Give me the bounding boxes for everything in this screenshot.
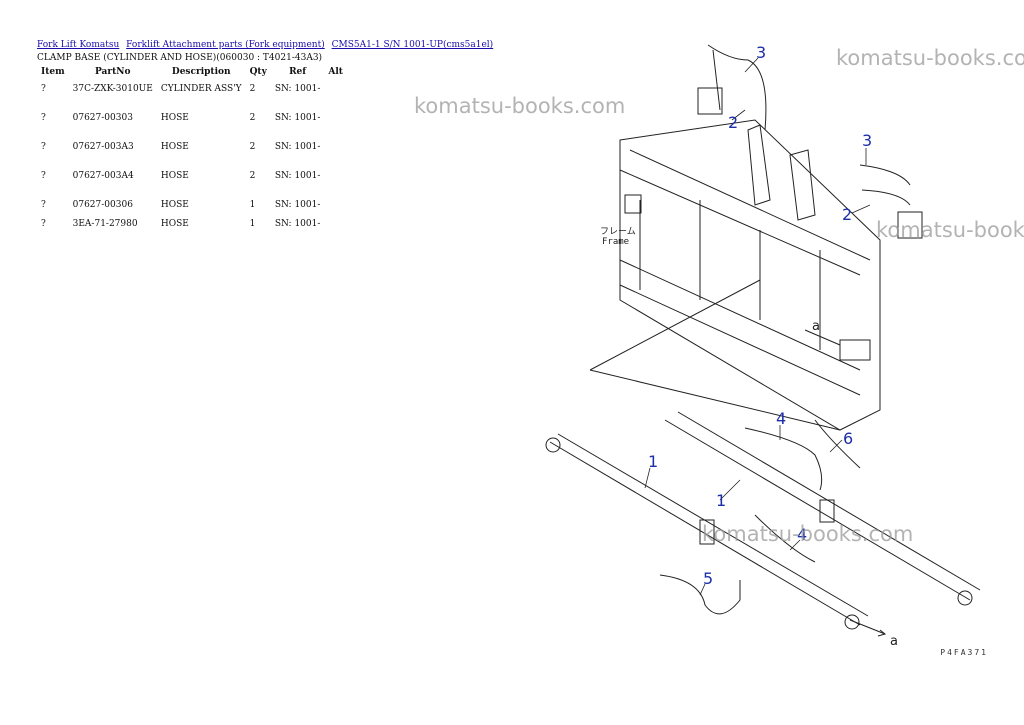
- page-title: CLAMP BASE (CYLINDER AND HOSE)(060030 : …: [37, 53, 323, 63]
- cell-partno: 07627-003A4: [72, 171, 134, 181]
- callout-4-lower: 4: [797, 525, 807, 544]
- cell-description: HOSE: [160, 113, 189, 123]
- cell-qty: 2: [249, 84, 256, 94]
- cell-item: ?: [41, 171, 46, 181]
- cell-ref: SN: 1001-: [274, 200, 321, 210]
- col-header-ref: Ref: [289, 67, 307, 77]
- breadcrumb: Fork Lift Komatsu Forklift Attachment pa…: [37, 40, 497, 50]
- cell-alt: [324, 109, 347, 138]
- cell-description: HOSE: [160, 142, 189, 152]
- cell-qty: 2: [249, 171, 256, 181]
- cell-description: HOSE: [160, 219, 189, 229]
- parts-table: Item PartNo Description Qty Ref Alt ? 37…: [37, 64, 347, 234]
- cell-partno: 07627-003A3: [72, 142, 134, 152]
- cell-description: HOSE: [160, 200, 189, 210]
- table-header-row: Item PartNo Description Qty Ref Alt: [37, 64, 347, 80]
- callout-1-center: 1: [716, 491, 726, 510]
- breadcrumb-link-attachment-parts[interactable]: Forklift Attachment parts (Fork equipmen…: [126, 40, 325, 50]
- cell-alt: [324, 215, 347, 234]
- table-row: ? 07627-003A3 HOSE 2 SN: 1001-: [37, 138, 347, 167]
- callout-2-top: 2: [728, 113, 738, 132]
- cell-ref: SN: 1001-: [274, 219, 321, 229]
- arrow-label-a-lower: a: [890, 634, 898, 649]
- table-row: ? 07627-003A4 HOSE 2 SN: 1001-: [37, 167, 347, 196]
- cell-item: ?: [41, 219, 46, 229]
- col-header-qty: Qty: [249, 67, 267, 77]
- col-header-item: Item: [41, 67, 65, 77]
- cell-ref: SN: 1001-: [274, 84, 321, 94]
- drawing-code: P4FA371: [940, 648, 988, 657]
- table-row: ? 37C-ZXK-3010UE CYLINDER ASS'Y 2 SN: 10…: [37, 80, 347, 109]
- cell-item: ?: [41, 142, 46, 152]
- callout-6: 6: [843, 429, 853, 448]
- frame-label-en: Frame: [602, 237, 629, 247]
- watermark-2: komatsu-books.co: [836, 46, 1024, 70]
- cell-qty: 1: [249, 219, 256, 229]
- callout-2-right: 2: [842, 205, 852, 224]
- col-header-alt: Alt: [328, 67, 343, 77]
- arrow-label-a-upper: a: [812, 319, 820, 334]
- cell-alt: [324, 196, 347, 215]
- col-header-partno: PartNo: [94, 67, 131, 77]
- callout-3-top: 3: [756, 43, 766, 62]
- callout-1-left: 1: [648, 452, 658, 471]
- cell-item: ?: [41, 113, 46, 123]
- cell-qty: 2: [249, 142, 256, 152]
- table-row: ? 07627-00306 HOSE 1 SN: 1001-: [37, 196, 347, 215]
- parts-diagram: 3 2 3 2 4 6 1 1 4 5 フレーム Frame a a: [545, 43, 981, 649]
- cell-alt: [324, 167, 347, 196]
- cell-item: ?: [41, 200, 46, 210]
- cell-partno: 3EA-71-27980: [72, 219, 138, 229]
- cell-ref: SN: 1001-: [274, 171, 321, 181]
- cell-alt: [324, 138, 347, 167]
- table-row: ? 3EA-71-27980 HOSE 1 SN: 1001-: [37, 215, 347, 234]
- cell-partno: 37C-ZXK-3010UE: [72, 84, 153, 94]
- cell-item: ?: [41, 84, 46, 94]
- callout-4-upper: 4: [776, 409, 786, 428]
- callout-5: 5: [703, 569, 713, 588]
- cell-qty: 1: [249, 200, 256, 210]
- callout-3-right: 3: [862, 131, 872, 150]
- cell-ref: SN: 1001-: [274, 113, 321, 123]
- cell-alt: [324, 80, 347, 109]
- cell-qty: 2: [249, 113, 256, 123]
- cell-description: CYLINDER ASS'Y: [160, 84, 242, 94]
- watermark-3: komatsu-book: [876, 218, 1024, 242]
- cell-description: HOSE: [160, 171, 189, 181]
- watermark-4: komatsu-books.com: [702, 522, 914, 546]
- breadcrumb-link-model[interactable]: CMS5A1-1 S/N 1001-UP(cms5a1el): [331, 40, 494, 50]
- breadcrumb-link-fork-lift[interactable]: Fork Lift Komatsu: [37, 40, 120, 50]
- col-header-description: Description: [171, 67, 231, 77]
- cell-partno: 07627-00303: [72, 113, 133, 123]
- frame-label-jp: フレーム: [600, 226, 636, 237]
- watermark-1: komatsu-books.com: [414, 94, 626, 118]
- cell-partno: 07627-00306: [72, 200, 133, 210]
- cell-ref: SN: 1001-: [274, 142, 321, 152]
- table-row: ? 07627-00303 HOSE 2 SN: 1001-: [37, 109, 347, 138]
